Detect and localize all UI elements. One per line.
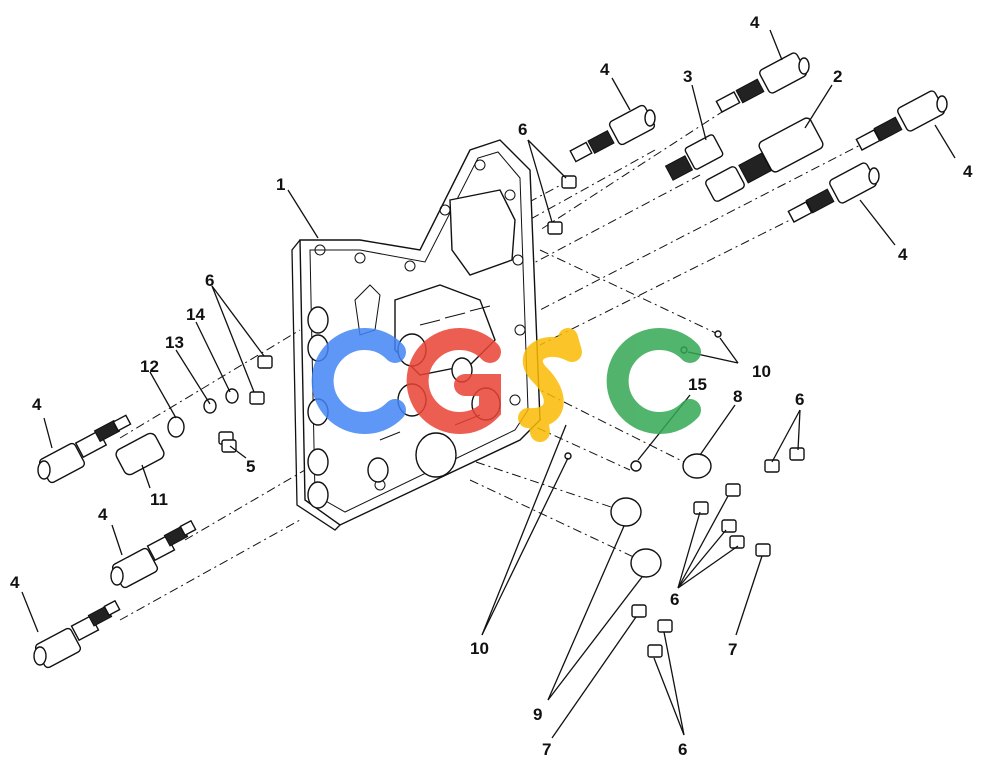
- solenoid-left-middle: [110, 519, 197, 589]
- callout-10-right: 10: [752, 362, 771, 381]
- watermark-letter-2: [406, 328, 501, 434]
- leader-lines: [21, 29, 956, 739]
- solenoid-left-lower: [33, 599, 121, 669]
- watermark-letter-4: [606, 328, 701, 434]
- callout-8: 8: [733, 387, 742, 406]
- valve-body-plate: [291, 139, 541, 531]
- callout-10-bottom: 10: [470, 639, 489, 658]
- callout-4-right-upper: 4: [963, 162, 973, 181]
- callout-4-top-left: 4: [600, 60, 610, 79]
- callout-9: 9: [533, 705, 542, 724]
- solenoid-top: [715, 52, 810, 113]
- callout-6-right: 6: [795, 390, 804, 409]
- callout-4-right-lower: 4: [898, 245, 908, 264]
- callout-7-right: 7: [728, 640, 737, 659]
- valve-fitting: [664, 134, 724, 181]
- solenoid-right-upper: [855, 90, 948, 151]
- callout-12: 12: [140, 357, 159, 376]
- callout-6-left: 6: [205, 271, 214, 290]
- callout-3: 3: [683, 67, 692, 86]
- callout-6-top: 6: [518, 120, 527, 139]
- callout-6-bottom-center: 6: [670, 590, 679, 609]
- callout-15: 15: [688, 375, 707, 394]
- callout-5: 5: [246, 457, 255, 476]
- pressure-solenoid: [705, 117, 824, 202]
- solenoid-top-left: [569, 104, 656, 163]
- callout-13: 13: [165, 333, 184, 352]
- solenoid-right-lower: [787, 162, 880, 223]
- callout-6-bottom: 6: [678, 740, 687, 759]
- watermark-letter-1: [311, 328, 406, 434]
- callout-4-left-middle: 4: [98, 505, 108, 524]
- fittings: [218, 175, 805, 658]
- callout-7-bottom: 7: [542, 740, 551, 759]
- callout-2: 2: [833, 67, 842, 86]
- callout-11: 11: [150, 490, 168, 509]
- callout-labels: 1 2 3 4 4 4 4 4 4 4 5 6 6 6 6 6 7 7 8 9 …: [10, 13, 973, 759]
- solenoid-left-upper: [37, 414, 132, 484]
- seals: [115, 388, 712, 578]
- centerlines: [119, 109, 871, 621]
- callout-4-left-lower: 4: [10, 573, 20, 592]
- watermark-letter-3: [518, 328, 582, 442]
- callout-14: 14: [186, 305, 205, 324]
- callout-4-left-upper: 4: [32, 395, 42, 414]
- callout-4-top: 4: [750, 13, 760, 32]
- watermark-logo: [311, 328, 701, 442]
- callout-1: 1: [276, 175, 285, 194]
